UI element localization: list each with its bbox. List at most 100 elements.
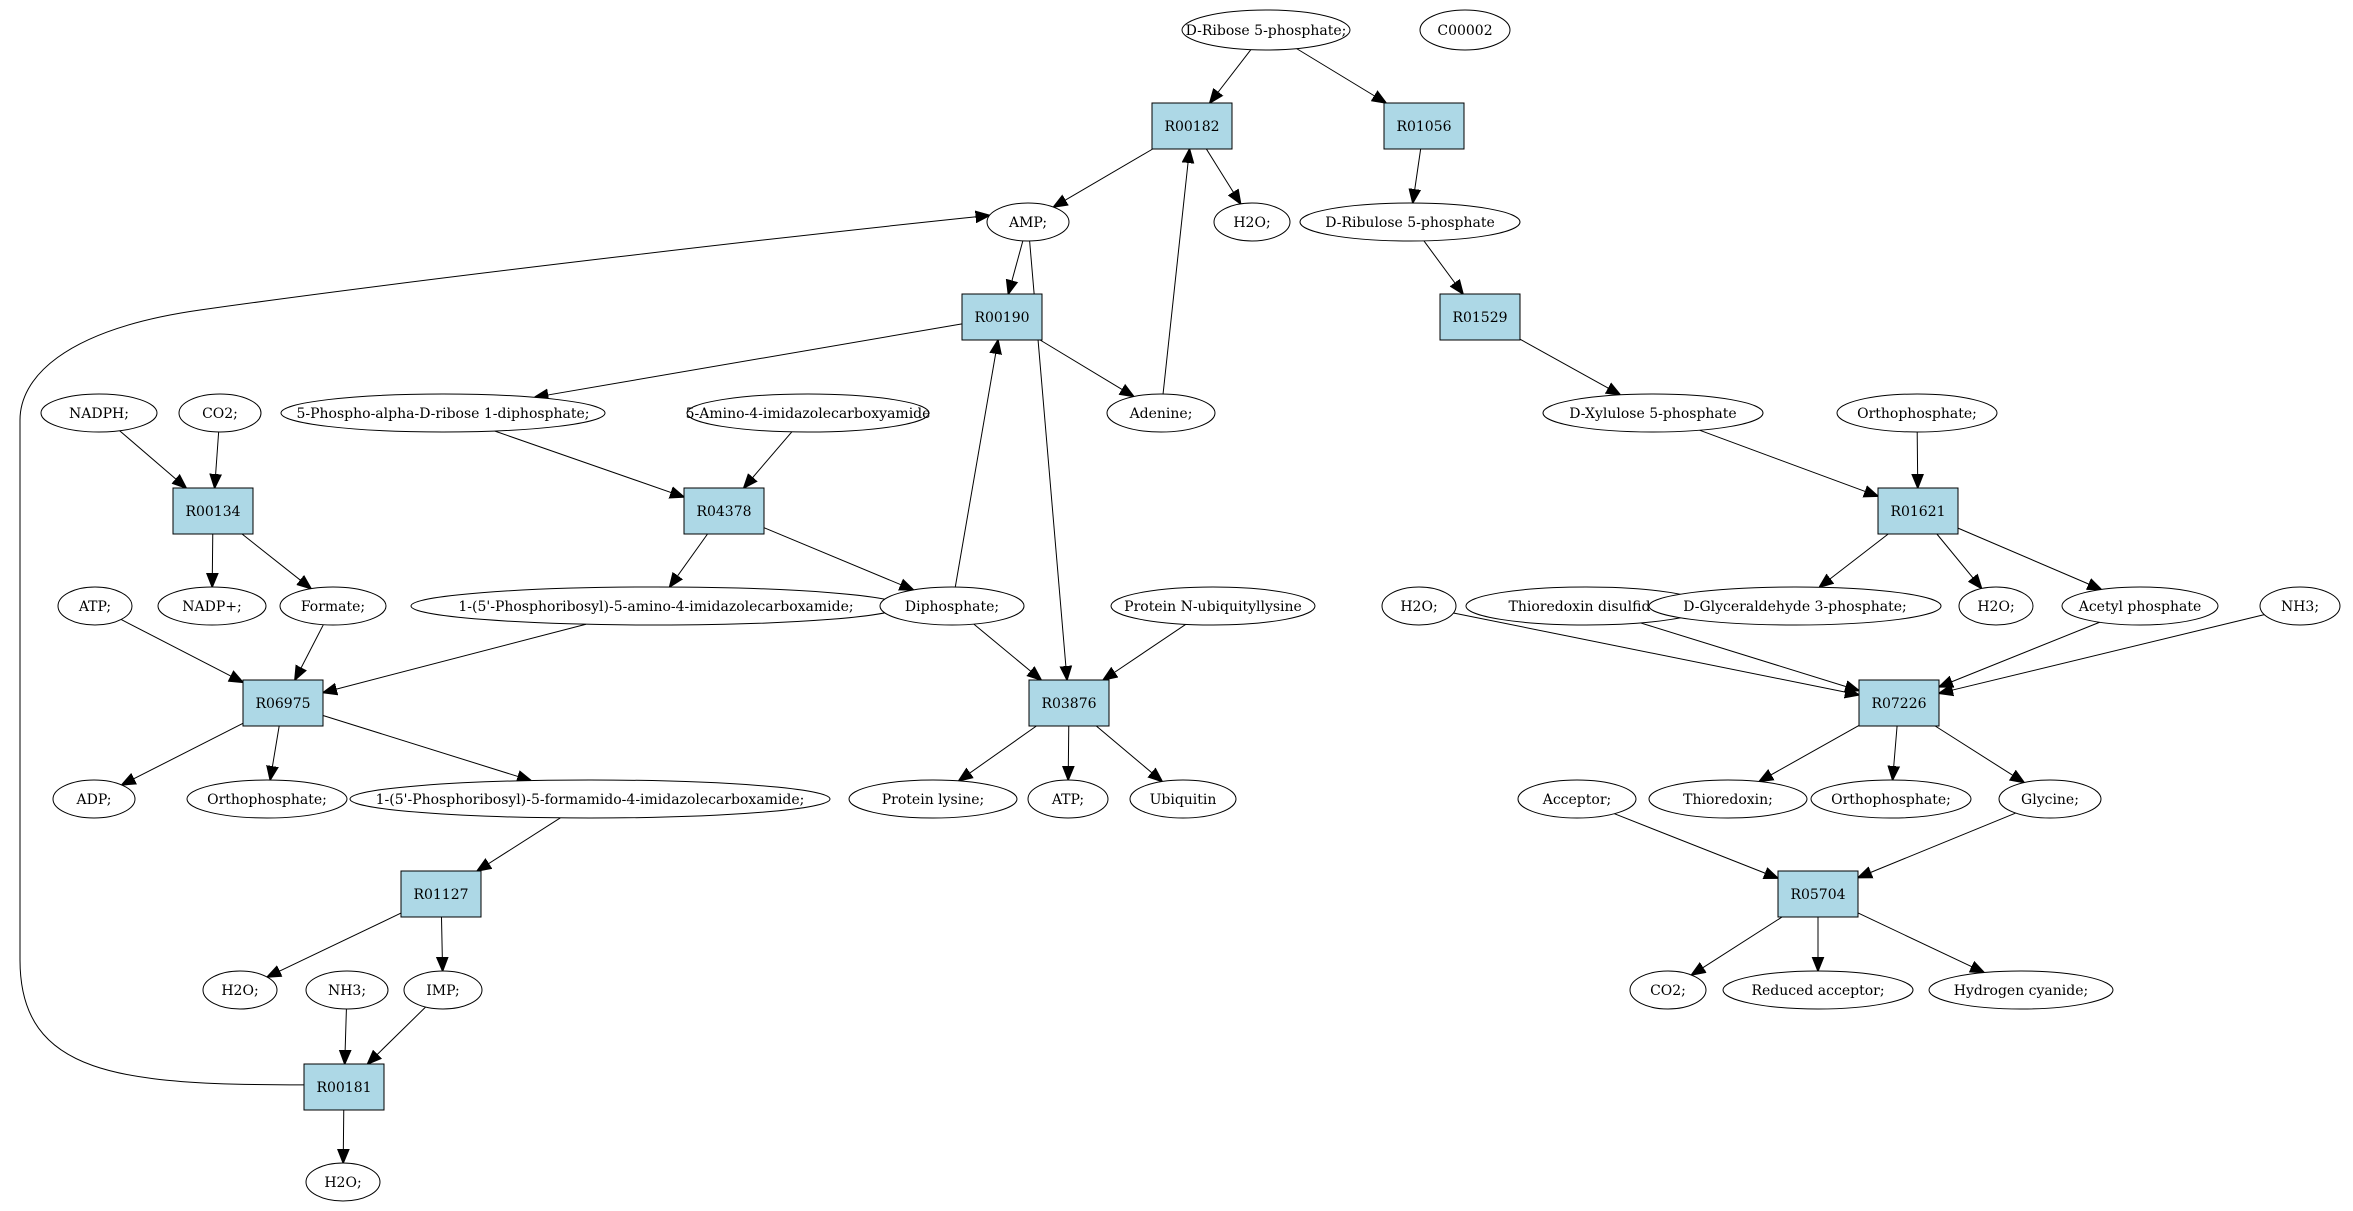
metabolite-node-g3p: D-Glyceraldehyde 3-phosphate;	[1648, 586, 1942, 626]
metabolite-ellipse	[1542, 393, 1764, 433]
edge-nh3_1-to-r07226	[1939, 614, 2265, 694]
node-label: CO2;	[202, 406, 238, 422]
metabolite-ellipse	[1517, 779, 1637, 819]
metabolite-node-adp: ADP;	[52, 779, 136, 819]
metabolite-node-protein_ub: Protein N-ubiquityllysine	[1110, 586, 1316, 626]
edge-r00134-to-formate	[241, 533, 311, 589]
edge-r00190-to-adenine	[1039, 339, 1134, 397]
edge-r05704-to-co2_2	[1691, 916, 1783, 975]
node-label: NH3;	[328, 983, 366, 999]
edge-ribose5p-to-r01056	[1296, 48, 1386, 103]
reaction-box	[1777, 870, 1859, 918]
metabolite-node-nh3_2: NH3;	[305, 970, 389, 1010]
metabolite-ellipse	[1213, 202, 1291, 242]
node-label: NADPH;	[69, 406, 129, 422]
edge-formate-to-r06975	[295, 624, 324, 680]
edge-r05704-to-hcn	[1857, 912, 1984, 973]
node-label: 5-Phospho-alpha-D-ribose 1-diphosphate;	[296, 406, 589, 422]
metabolite-ellipse	[178, 393, 262, 433]
node-label: Protein lysine;	[882, 792, 984, 808]
edge-r04378-to-aicar	[670, 533, 708, 587]
metabolite-node-diphosphate: Diphosphate;	[879, 586, 1025, 626]
metabolite-ellipse	[1381, 586, 1457, 626]
metabolite-node-ribulose5p: D-Ribulose 5-phosphate	[1299, 202, 1521, 242]
metabolite-node-hcn: Hydrogen cyanide;	[1928, 970, 2114, 1010]
node-label: Orthophosphate;	[207, 792, 327, 808]
edge-prpp-to-r04378	[494, 430, 684, 497]
node-label: Diphosphate;	[905, 599, 999, 615]
edge-r00190-to-prpp	[534, 323, 963, 397]
edge-aica-to-r04378	[744, 431, 793, 488]
node-label: R01127	[413, 887, 468, 903]
edge-acceptor-to-r05704	[1614, 813, 1778, 879]
node-label: Formate;	[301, 599, 365, 615]
edge-co2_1-to-r00134	[215, 431, 219, 488]
metabolite-node-acetyl_p: Acetyl phosphate	[2061, 586, 2219, 626]
edge-orthophosphate_1-to-r01621	[1917, 431, 1918, 488]
reaction-box	[683, 487, 765, 535]
metabolite-ellipse	[186, 779, 348, 819]
metabolite-node-aica: 5-Amino-4-imidazolecarboxyamide	[686, 393, 930, 433]
node-label: ADP;	[76, 792, 112, 808]
edge-r07226-to-thioredoxin	[1759, 725, 1860, 781]
node-label: D-Xylulose 5-phosphate	[1569, 406, 1736, 422]
reaction-box	[303, 1063, 385, 1111]
node-label: Glycine;	[2021, 792, 2079, 808]
metabolite-node-acceptor: Acceptor;	[1517, 779, 1637, 819]
node-label: Reduced acceptor;	[1751, 983, 1884, 999]
node-label: R00190	[974, 310, 1029, 326]
node-label: Protein N-ubiquityllysine	[1124, 599, 1302, 615]
metabolite-ellipse	[57, 586, 133, 626]
metabolite-node-orthophosphate_3: Orthophosphate;	[1810, 779, 1972, 819]
reaction-node-r05704: R05704	[1777, 870, 1859, 918]
edge-r07226-to-glycine	[1934, 725, 2024, 783]
node-label: ATP;	[78, 599, 111, 615]
node-label: Hydrogen cyanide;	[1954, 983, 2088, 999]
edge-diphosphate-to-r00190	[954, 340, 998, 588]
metabolite-ellipse	[879, 586, 1025, 626]
metabolite-ellipse	[1810, 779, 1972, 819]
metabolite-ellipse	[403, 970, 483, 1010]
metabolite-ellipse	[1836, 393, 1998, 433]
metabolite-node-formate: Formate;	[279, 586, 387, 626]
metabolite-node-xylulose5p: D-Xylulose 5-phosphate	[1542, 393, 1764, 433]
metabolite-ellipse	[1129, 779, 1237, 819]
metabolite-ellipse	[2259, 586, 2341, 626]
metabolite-node-h2o_3: H2O;	[1958, 586, 2034, 626]
node-label: NH3;	[2281, 599, 2319, 615]
edge-protein_ub-to-r03876	[1103, 623, 1187, 680]
edge-trx_disulfide-to-r07226	[1640, 622, 1859, 691]
edge-r01127-to-imp	[441, 916, 442, 971]
node-label: Ubiquitin	[1150, 792, 1217, 808]
node-label: Thioredoxin;	[1683, 792, 1773, 808]
metabolite-node-prpp: 5-Phospho-alpha-D-ribose 1-diphosphate;	[280, 393, 606, 433]
edge-r01621-to-g3p	[1819, 533, 1889, 587]
node-label: Thioredoxin disulfide;	[1509, 599, 1664, 615]
metabolite-node-co2_2: CO2;	[1629, 970, 1707, 1010]
edge-ribulose5p-to-r01529	[1423, 240, 1463, 294]
metabolite-node-ubiquitin: Ubiquitin	[1129, 779, 1237, 819]
reaction-box	[961, 293, 1043, 341]
reaction-node-r00134: R00134	[172, 487, 254, 535]
node-label: Acetyl phosphate	[2078, 599, 2202, 615]
metabolite-ellipse	[349, 779, 831, 819]
node-label: D-Glyceraldehyde 3-phosphate;	[1683, 599, 1906, 615]
reaction-node-r01127: R01127	[400, 870, 482, 918]
node-label: D-Ribulose 5-phosphate	[1325, 215, 1495, 231]
edge-ribose5p-to-r00182	[1210, 49, 1252, 103]
node-label: H2O;	[1400, 599, 1437, 615]
reaction-box	[1028, 679, 1110, 727]
metabolite-ellipse	[40, 393, 158, 433]
edge-nh3_2-to-r00181	[345, 1008, 347, 1064]
reaction-node-r04378: R04378	[683, 487, 765, 535]
node-label: R04378	[696, 504, 751, 520]
edge-imp-to-r00181	[367, 1006, 426, 1064]
edge-r01621-to-h2o_3	[1936, 533, 1982, 588]
node-label: R05704	[1790, 887, 1845, 903]
metabolite-ellipse	[157, 586, 267, 626]
edge-r06975-to-adp	[122, 722, 244, 785]
edge-xylulose5p-to-r01621	[1699, 429, 1878, 496]
metabolite-node-thioredoxin: Thioredoxin;	[1648, 779, 1808, 819]
metabolite-ellipse	[202, 970, 278, 1010]
edge-r03876-to-ubiquitin	[1095, 725, 1162, 782]
